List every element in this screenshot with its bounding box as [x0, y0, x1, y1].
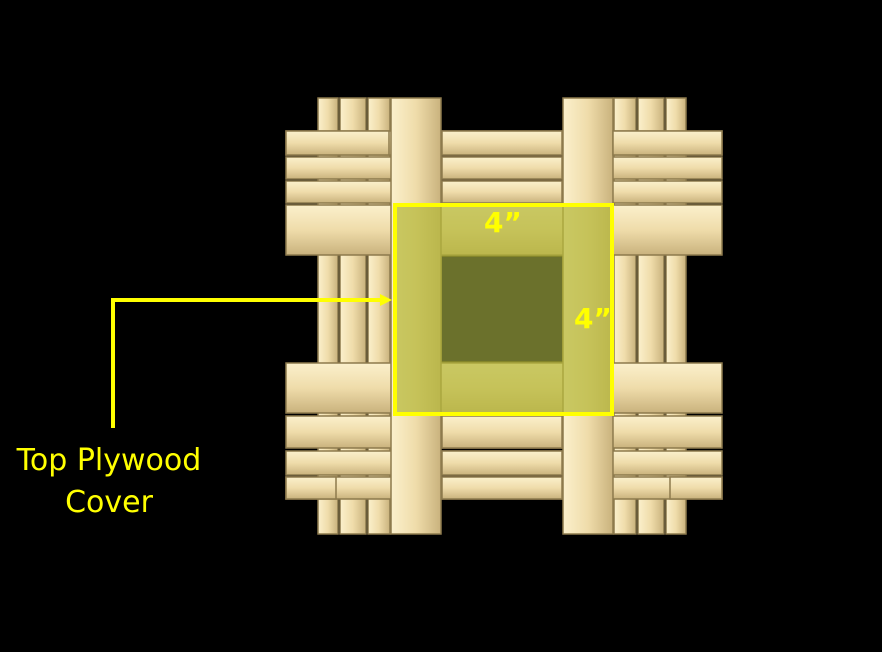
horizontal-slat-over	[441, 156, 563, 180]
horizontal-slat-over	[441, 180, 563, 204]
horizontal-slat-over	[441, 476, 563, 500]
cover-outline	[393, 203, 614, 416]
horizontal-slat-over	[441, 450, 563, 476]
cover-center-dark	[442, 257, 562, 361]
horizontal-slat-over	[441, 415, 563, 449]
callout-leader	[111, 294, 392, 428]
horizontal-slat-over	[285, 476, 337, 500]
callout-line-1: Top Plywood	[16, 443, 202, 478]
callout-line-2: Cover	[65, 485, 153, 520]
leader-arrowhead	[380, 294, 392, 306]
plywood-cover	[393, 203, 614, 416]
dimension-width-label: 4”	[484, 206, 522, 239]
dimension-height-label: 4”	[574, 302, 612, 335]
horizontal-slat-over	[441, 130, 563, 156]
callout-label: Top Plywood Cover	[0, 440, 218, 524]
horizontal-slat-over	[285, 130, 390, 156]
horizontal-slat-over	[612, 130, 723, 156]
leader-line	[111, 298, 383, 428]
horizontal-slat-over	[669, 476, 723, 500]
